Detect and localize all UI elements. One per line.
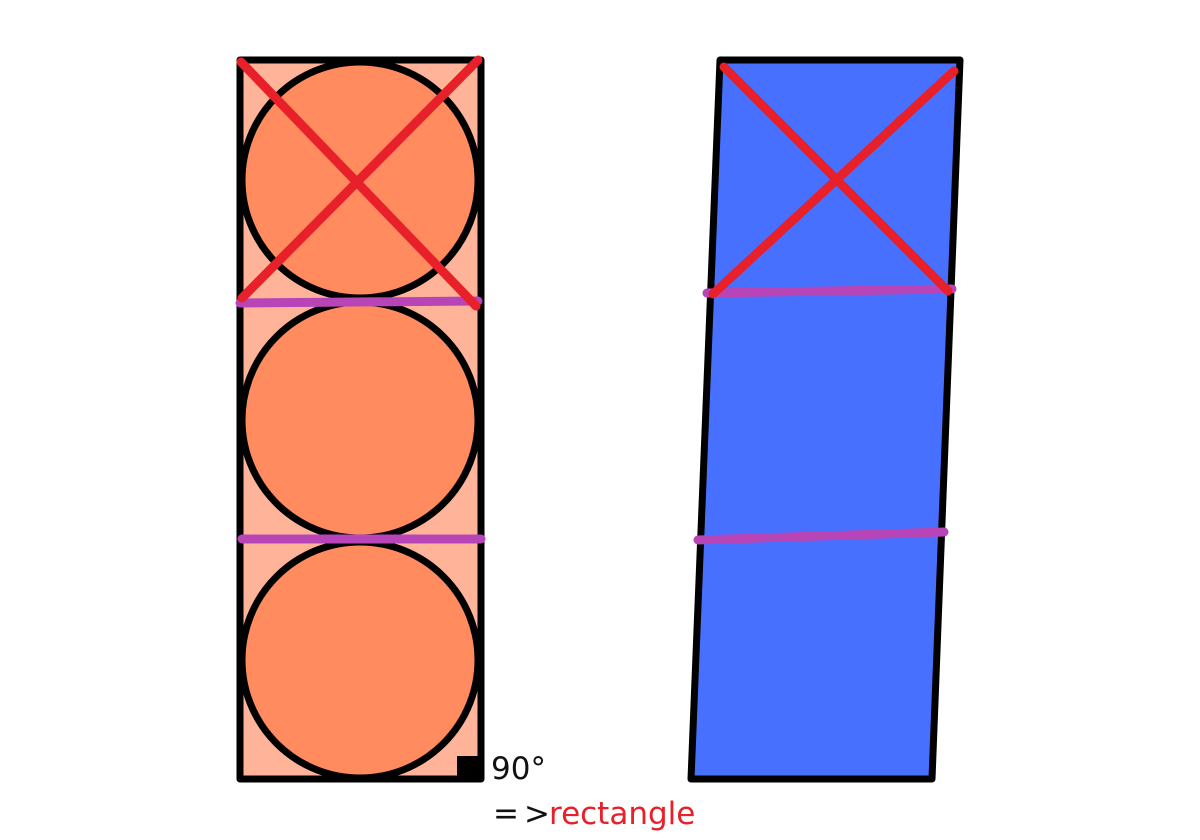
right-figure bbox=[687, 56, 964, 783]
conclusion-label: rectangle bbox=[549, 796, 695, 832]
circle-middle bbox=[238, 298, 482, 542]
divider-line-upper-right bbox=[702, 284, 957, 298]
cross-mark-left bbox=[236, 55, 483, 311]
left-figure bbox=[235, 55, 486, 783]
circle-bottom bbox=[238, 538, 482, 782]
right-angle-marker bbox=[457, 756, 478, 777]
angle-label: 90° bbox=[491, 751, 546, 787]
arrow-label: => bbox=[493, 796, 555, 832]
cross-mark-right bbox=[708, 62, 959, 299]
divider-line-lower-right bbox=[693, 527, 949, 545]
divider-line-upper bbox=[235, 296, 483, 308]
